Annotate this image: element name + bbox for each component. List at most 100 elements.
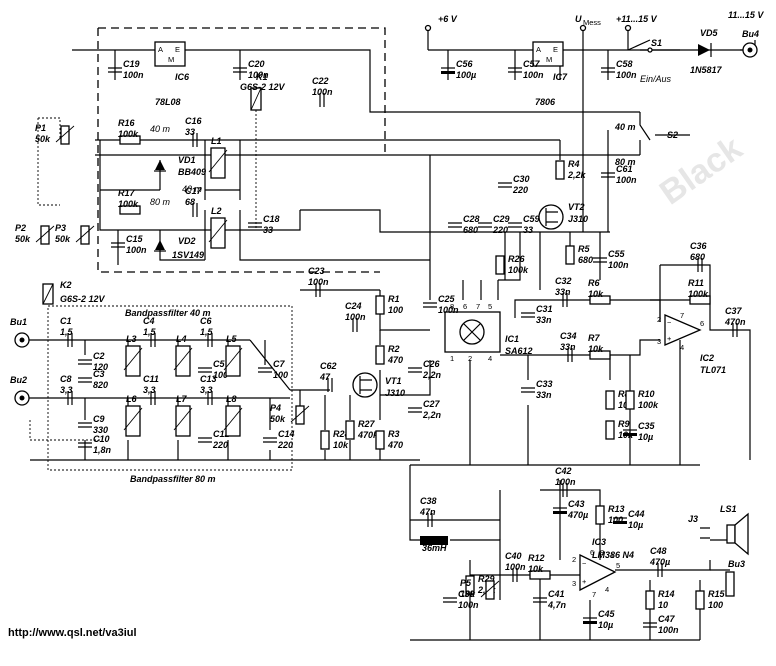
ic6-regulator: A E M IC6 78L08 bbox=[154, 41, 190, 107]
svg-text:LM386 N4: LM386 N4 bbox=[592, 550, 634, 560]
ic1-mixer: 8 6 7 5 1 2 4 IC1 SA612 bbox=[444, 302, 533, 363]
component-c1: C11,5 bbox=[60, 316, 74, 347]
label-c44: C44 bbox=[628, 509, 645, 519]
diode-vd5: VD5 1N5817 bbox=[690, 28, 723, 75]
value-c43: 470µ bbox=[567, 510, 588, 520]
label-r2: R2 bbox=[388, 344, 400, 354]
bandpass-40m-label: Bandpassfilter 40 m bbox=[125, 308, 211, 318]
value-c3: 820 bbox=[93, 380, 108, 390]
value-c30: 220 bbox=[512, 185, 528, 195]
svg-text:E: E bbox=[553, 45, 558, 54]
label-c29: C29 bbox=[493, 214, 510, 224]
svg-text:−: − bbox=[582, 559, 587, 568]
value-c56: 100µ bbox=[456, 70, 476, 80]
svg-text:6: 6 bbox=[463, 302, 467, 311]
label-c31: C31 bbox=[536, 304, 553, 314]
label-r13: R13 bbox=[608, 504, 625, 514]
label-c25: C25 bbox=[438, 294, 456, 304]
label-p3: P3 bbox=[55, 223, 66, 233]
connector-bu1[interactable]: Bu1 bbox=[10, 317, 30, 348]
value-c15: 100n bbox=[126, 245, 147, 255]
label-c7: C7 bbox=[273, 359, 285, 369]
component-l4: L4 bbox=[173, 334, 193, 377]
value-c11: 3,3 bbox=[143, 385, 156, 395]
svg-text:1: 1 bbox=[450, 354, 454, 363]
svg-text:+: + bbox=[582, 577, 587, 586]
component-l8: L8 bbox=[223, 394, 243, 437]
label-r17: R17 bbox=[118, 188, 136, 198]
connector-bu2[interactable]: Bu2 bbox=[10, 375, 30, 406]
power-switch-s1[interactable]: S1 Ein/Aus bbox=[627, 38, 672, 84]
source-url[interactable]: http://www.qsl.net/va3iul bbox=[8, 627, 137, 639]
connector-bu3[interactable]: Bu3 bbox=[725, 559, 745, 597]
label-l6: L6 bbox=[126, 394, 137, 404]
value-r28: 10k bbox=[333, 440, 349, 450]
label-c3: C3 bbox=[93, 369, 105, 379]
value-r11: 100k bbox=[688, 289, 709, 299]
label-c27: C27 bbox=[423, 399, 441, 409]
svg-text:BB409: BB409 bbox=[178, 167, 206, 177]
value-c61: 100n bbox=[616, 175, 637, 185]
label-r5: R5 bbox=[578, 244, 590, 254]
label-c43: C43 bbox=[568, 499, 585, 509]
svg-text:7: 7 bbox=[592, 590, 596, 599]
svg-text:5: 5 bbox=[616, 561, 620, 570]
supply-labels: +6 V U Mess +11...15 V 11...15 V bbox=[424, 10, 764, 32]
svg-text:K1: K1 bbox=[256, 72, 268, 82]
label-c16: C16 bbox=[185, 116, 203, 126]
label-c18: C18 bbox=[263, 214, 280, 224]
inductor-l9 bbox=[420, 536, 448, 545]
label-c33: C33 bbox=[536, 379, 553, 389]
jack-j3[interactable]: J3 bbox=[688, 514, 710, 539]
value-c8: 3,3 bbox=[60, 385, 73, 395]
value-c17: 68 bbox=[185, 197, 195, 207]
supply-umess-label: U bbox=[575, 14, 582, 24]
value-c13: 3,3 bbox=[200, 385, 213, 395]
svg-text:5: 5 bbox=[488, 302, 492, 311]
band-switch-s2[interactable]: 40 m S2 80 m bbox=[614, 122, 678, 167]
svg-text:VD5: VD5 bbox=[700, 28, 719, 38]
value-c36: 680 bbox=[690, 252, 705, 262]
value-p5: 10k bbox=[460, 589, 476, 599]
svg-text:−: − bbox=[667, 318, 672, 327]
value-c32: 33n bbox=[555, 287, 571, 297]
label-c11: C11 bbox=[143, 374, 159, 384]
label-r28: R28 bbox=[333, 429, 350, 439]
value-r6: 10k bbox=[588, 289, 604, 299]
value-c9: 330 bbox=[93, 425, 108, 435]
value-c31: 33n bbox=[536, 315, 552, 325]
value-r10: 100k bbox=[638, 400, 659, 410]
svg-text:4: 4 bbox=[680, 343, 684, 352]
supply-umess-sub: Mess bbox=[583, 18, 601, 27]
connector-bu4[interactable]: Bu4 bbox=[742, 29, 759, 58]
value-r17: 100k bbox=[118, 199, 139, 209]
label-p5: P5 bbox=[460, 578, 472, 588]
label-c45: C45 bbox=[598, 609, 616, 619]
svg-text:Bu2: Bu2 bbox=[10, 375, 27, 385]
svg-text:IC3: IC3 bbox=[592, 537, 606, 547]
supply-6v-label: +6 V bbox=[438, 14, 458, 24]
value-c47: 100n bbox=[658, 625, 679, 635]
value-p4: 50k bbox=[270, 414, 286, 424]
ic7-label: IC7 bbox=[553, 72, 568, 82]
